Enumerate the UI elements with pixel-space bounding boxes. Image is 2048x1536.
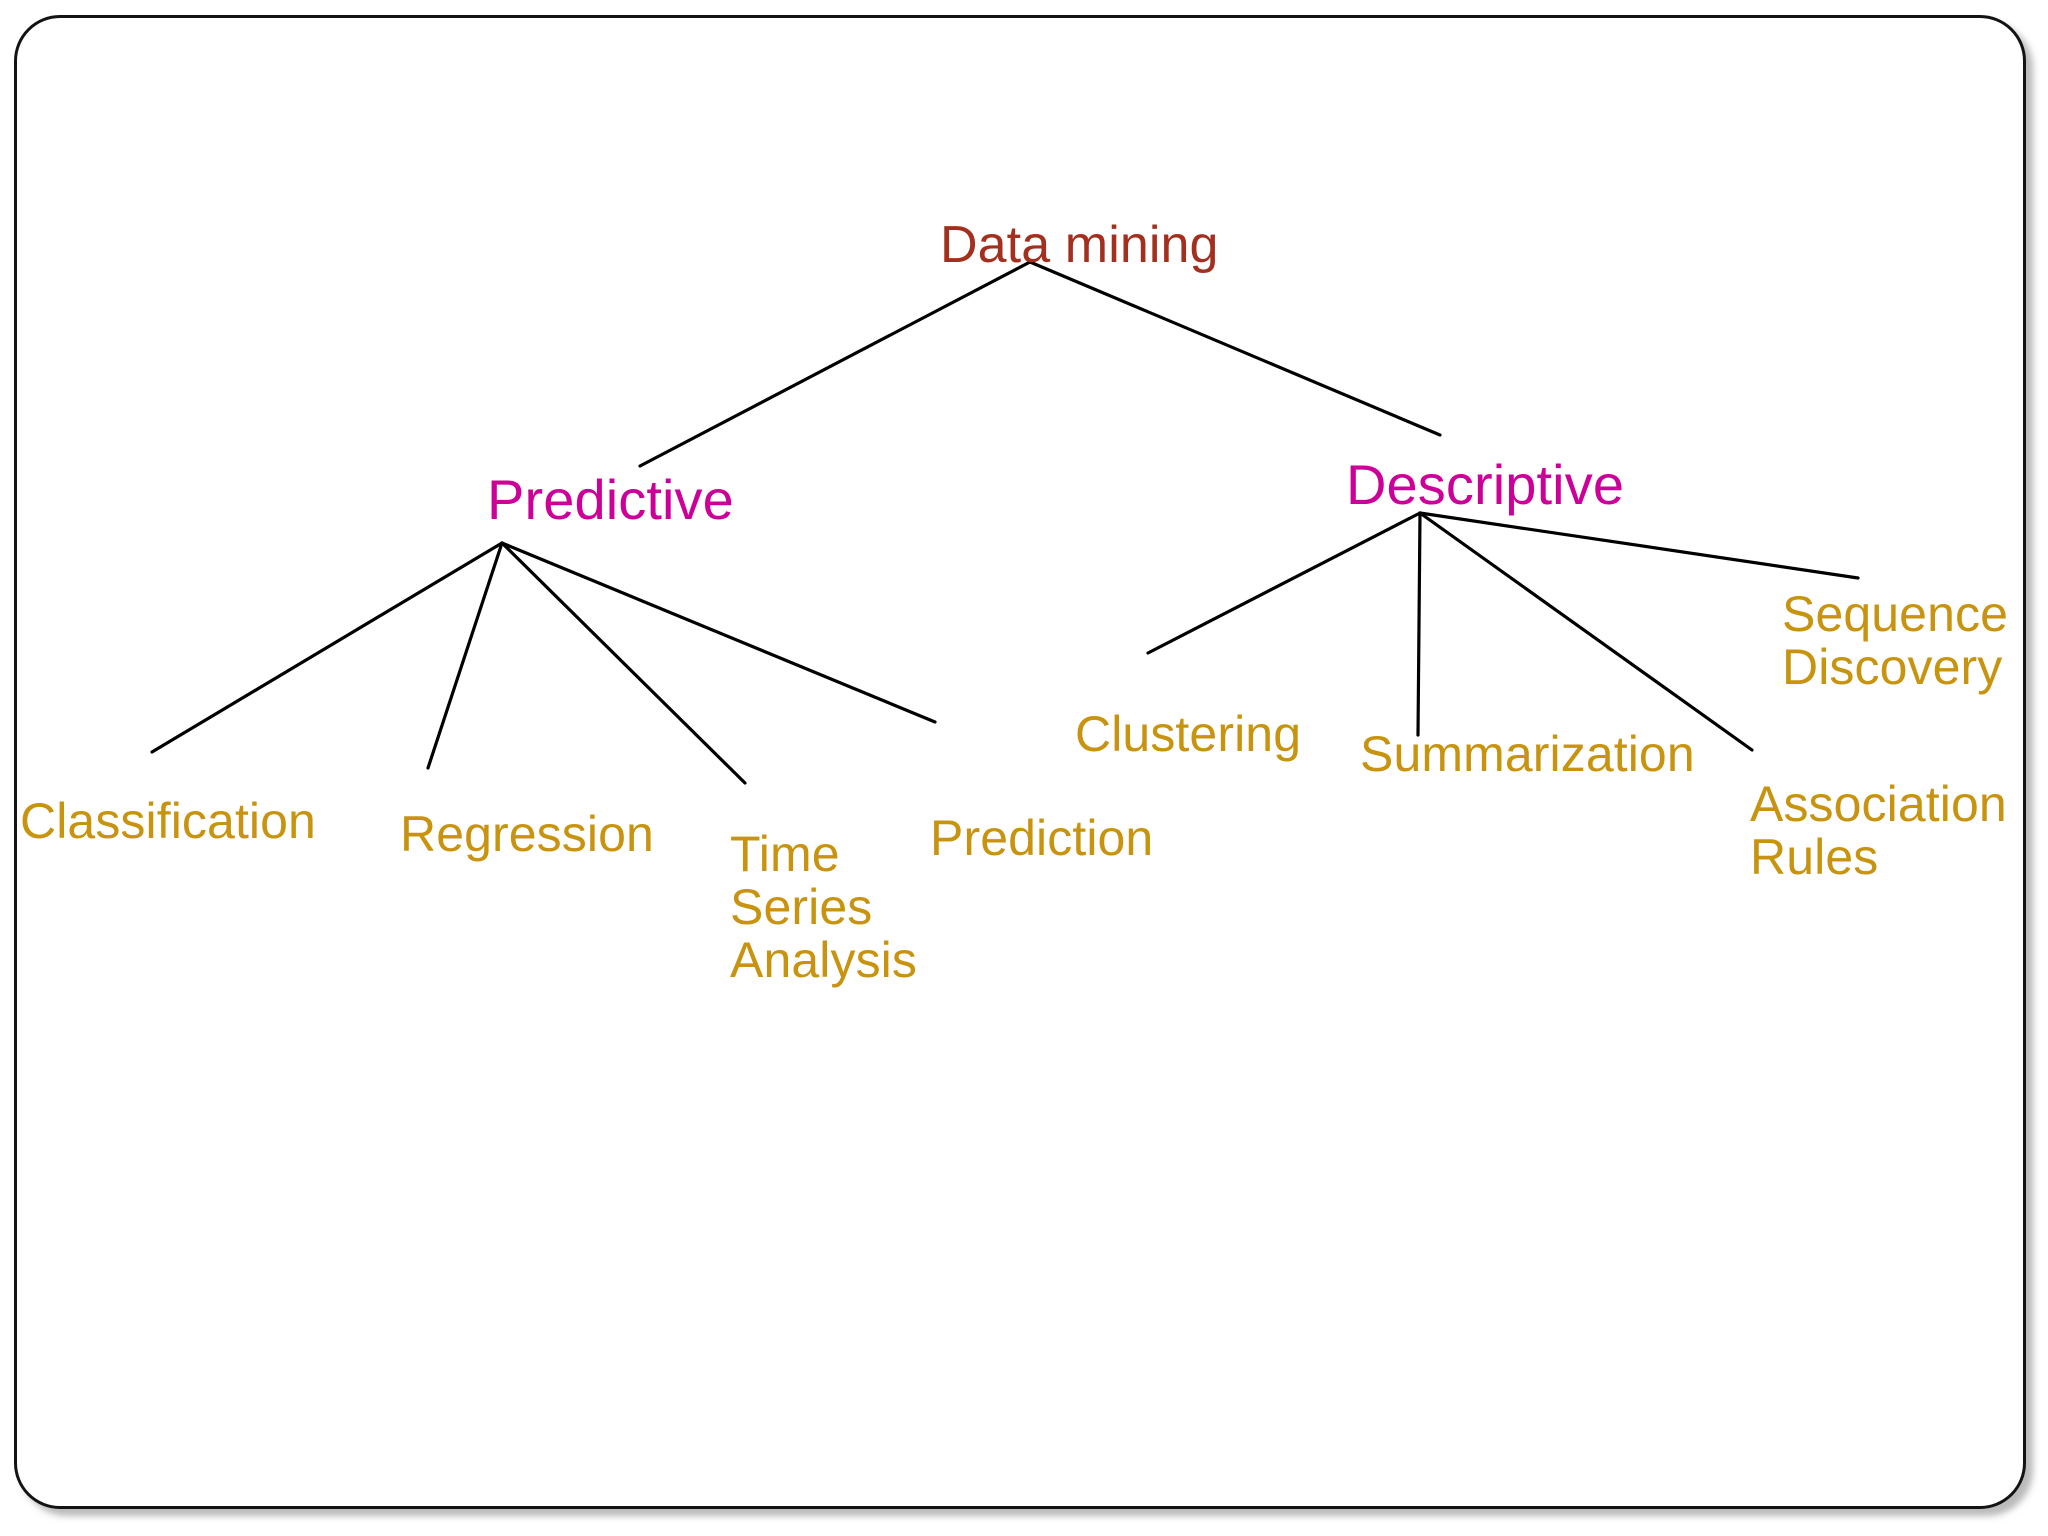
node-classification: Classification xyxy=(20,793,316,849)
node-association-rules: Association Rules xyxy=(1750,776,2007,885)
node-prediction: Prediction xyxy=(930,810,1154,866)
node-descriptive: Descriptive xyxy=(1346,453,1625,516)
node-clustering: Clustering xyxy=(1075,706,1302,762)
node-predictive: Predictive xyxy=(487,468,734,531)
node-data-mining: Data mining xyxy=(940,216,1219,274)
node-regression: Regression xyxy=(400,806,654,862)
node-summarization: Summarization xyxy=(1360,726,1695,782)
node-time-series-analysis: Time Series Analysis xyxy=(730,826,917,988)
node-sequence-discovery: Sequence Discovery xyxy=(1782,586,2008,695)
